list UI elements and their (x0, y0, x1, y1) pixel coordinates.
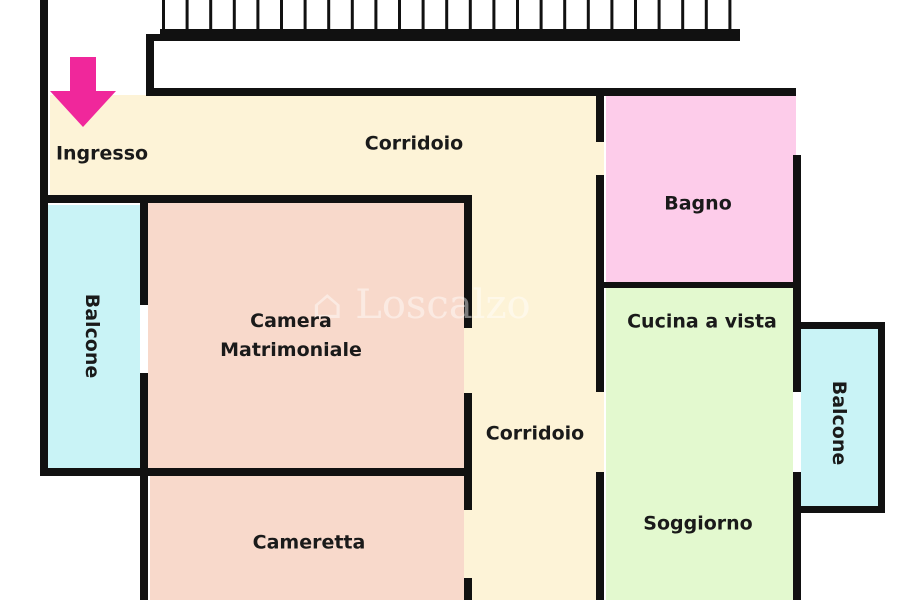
label-camera-matrimoniale: Camera Matrimoniale (220, 307, 362, 365)
stair-tread (634, 0, 637, 30)
label-balcone-right: Balcone (828, 380, 850, 466)
stair-tread (539, 0, 543, 30)
stair-tread (280, 0, 283, 30)
wall (793, 506, 885, 513)
label-camera-line2: Matrimoniale (220, 339, 362, 361)
door-opening (464, 510, 472, 578)
stair-tread (657, 0, 661, 30)
room-living (606, 288, 796, 600)
stair-tread (327, 0, 331, 30)
door-opening (464, 328, 472, 393)
stair-tread (209, 0, 213, 30)
wall (140, 203, 148, 600)
entrance-arrow-icon (50, 57, 116, 127)
stair-tread (445, 0, 449, 30)
label-balcone-left: Balcone (81, 293, 103, 379)
stair-tread (728, 0, 732, 30)
wall (464, 195, 472, 600)
stair-tread (421, 0, 425, 30)
stair-tread (232, 0, 236, 30)
room-small-bedroom (150, 476, 468, 600)
wall (604, 282, 796, 288)
door-opening (140, 305, 148, 373)
wall (146, 468, 468, 476)
stair-tread (681, 0, 685, 30)
stair-tread (516, 0, 519, 30)
stairs-icon (160, 0, 740, 34)
label-cucina: Cucina a vista (627, 310, 777, 333)
stair-tread (185, 0, 189, 30)
wall (40, 203, 48, 475)
label-camera-line1: Camera (250, 310, 332, 332)
wall (596, 88, 604, 600)
room-master-bedroom (148, 203, 468, 468)
stair-tread (563, 0, 567, 30)
room-corridor-top (50, 95, 600, 200)
stair-tread (704, 0, 708, 30)
stair-tread (586, 0, 590, 30)
wall (146, 34, 154, 92)
label-corridoio-top: Corridoio (364, 132, 464, 155)
stair-tread (162, 0, 165, 30)
label-cameretta: Cameretta (252, 531, 366, 554)
wall (793, 155, 801, 600)
stair-tread (303, 0, 307, 30)
door-opening (596, 142, 604, 175)
label-bagno: Bagno (664, 192, 732, 215)
label-ingresso: Ingresso (55, 142, 149, 165)
wall (878, 322, 885, 512)
wall (40, 195, 470, 203)
wall (146, 34, 740, 41)
room-bathroom (606, 95, 796, 282)
watermark: ⌂ Loscalzo (312, 282, 531, 328)
room-corridor-center (470, 198, 600, 600)
room-balcony-right (800, 328, 880, 508)
stair-tread (610, 0, 614, 30)
stair-tread (256, 0, 260, 30)
label-soggiorno: Soggiorno (643, 512, 753, 535)
wall (40, 0, 48, 195)
door-opening (596, 392, 604, 472)
room-balcony-left (48, 205, 143, 470)
stair-tread (468, 0, 472, 30)
label-corridoio-center: Corridoio (485, 422, 585, 445)
stair-tread (492, 0, 496, 30)
wall (793, 322, 885, 329)
stair-tread (398, 0, 401, 30)
wall (40, 468, 148, 476)
wall (146, 88, 796, 96)
stair-tread (374, 0, 378, 30)
door-opening (793, 392, 801, 472)
stair-tread (350, 0, 354, 30)
